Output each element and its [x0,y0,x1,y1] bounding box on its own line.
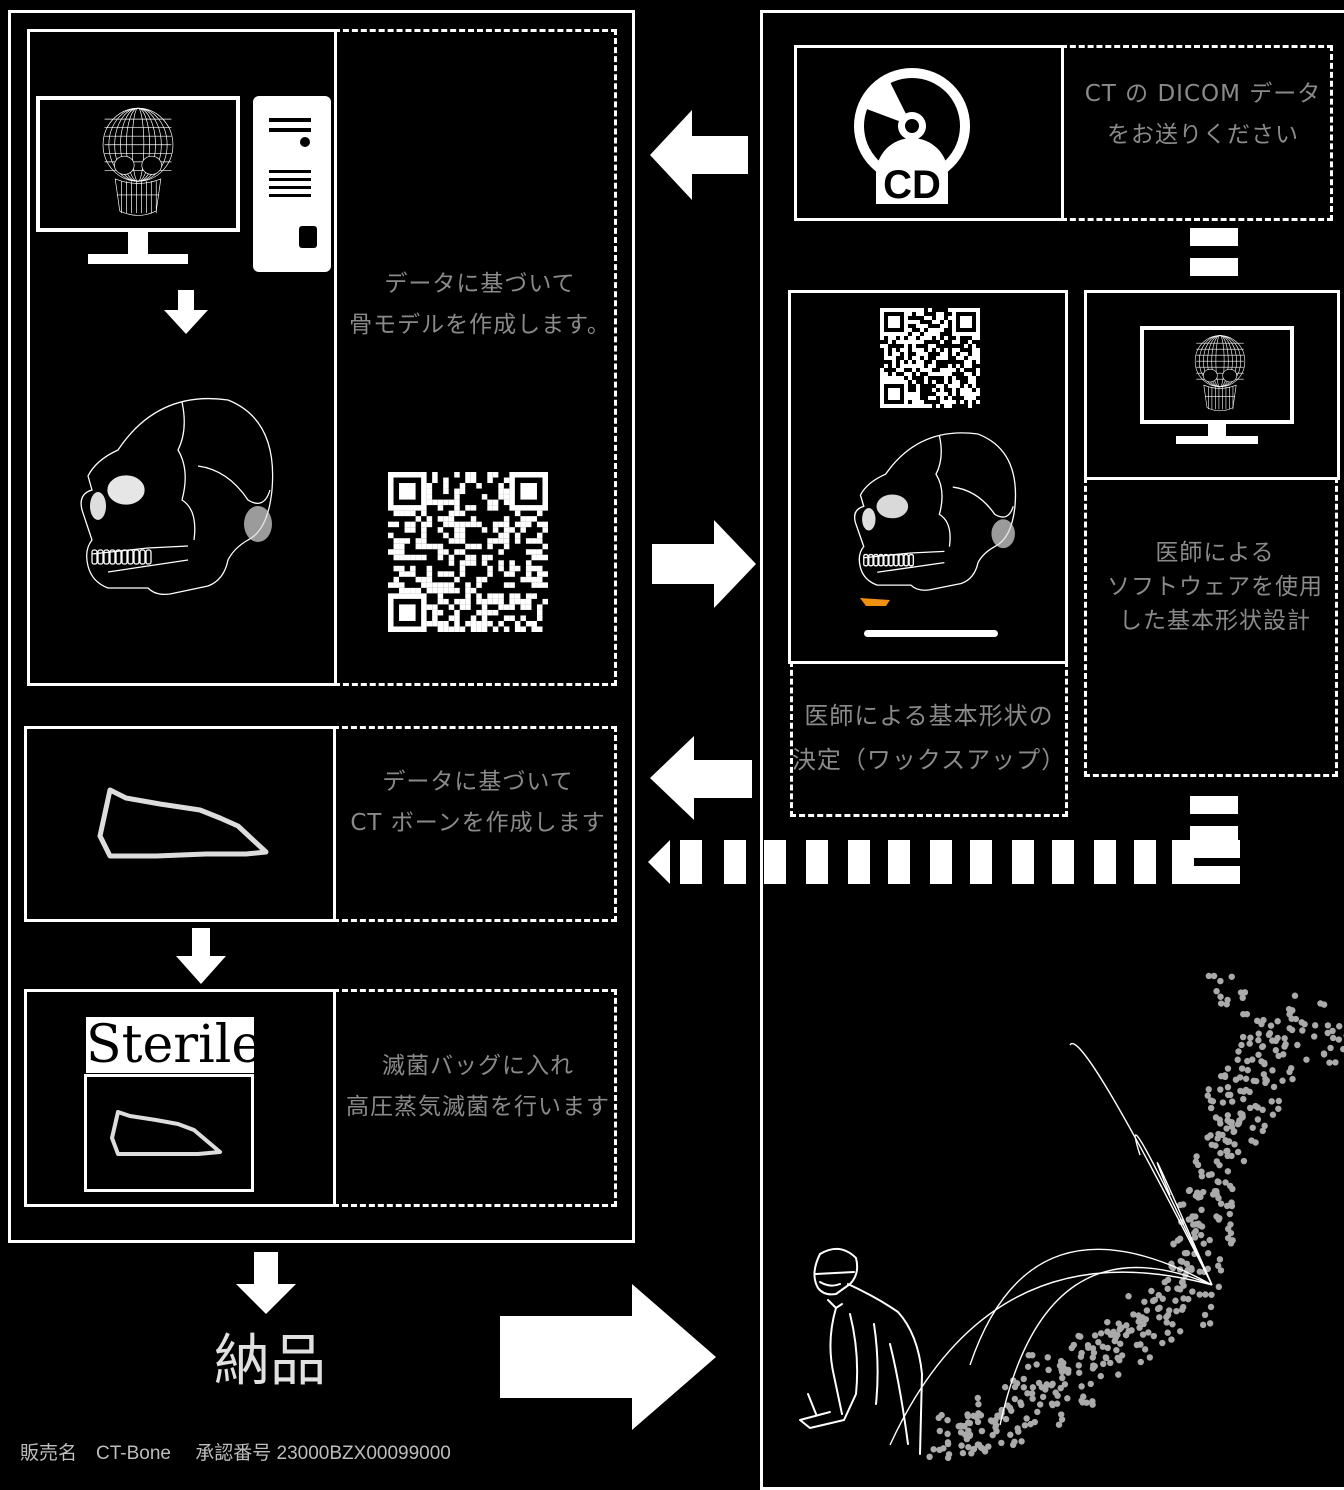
skull-icon [78,390,278,614]
dicom-label: CT の DICOM データをお送りください [1062,74,1344,156]
arrow-left-icon [650,736,754,820]
qr-code-icon[interactable] [388,472,548,632]
japan-map-icon [930,985,1340,1455]
skull-wireframe-icon [1193,334,1247,414]
wax-up-label: 医師による基本形状の決定（ワックスアップ） [790,694,1068,782]
sterilize-label: 滅菌バッグに入れ高圧蒸気滅菌を行います [338,1046,618,1128]
bone-model-label: データに基づいて骨モデルを作成します。 [340,264,620,346]
arrow-down-icon [236,1252,296,1314]
skull-wireframe-icon [100,106,176,220]
arrow-right-icon [500,1284,716,1430]
delivery-label: 納品 [200,1316,340,1397]
footer-approval-text: 販売名 CT-Bone 承認番号 23000BZX00099000 [20,1438,451,1465]
arrow-down-icon [164,290,208,334]
connector-icon [1190,228,1238,276]
bone-implant-icon [96,786,272,858]
cd-icon: CD [850,64,974,204]
bone-implant-icon [108,1108,226,1158]
surgeon-icon [790,1244,940,1454]
sterile-label: Sterile [86,1017,254,1073]
cd-label: CD [883,163,941,207]
wax-up-icon [860,592,1000,644]
pc-tower-icon [253,96,333,272]
qr-code-icon[interactable] [880,308,980,408]
skull-icon [852,426,1020,606]
software-design-label: 医師によるソフトウェアを使用した基本形状設計 [1088,536,1342,638]
arrow-down-icon [176,928,226,984]
connector-icon [1190,796,1238,844]
arrow-left-icon [650,110,750,200]
arrow-right-icon [652,520,756,608]
